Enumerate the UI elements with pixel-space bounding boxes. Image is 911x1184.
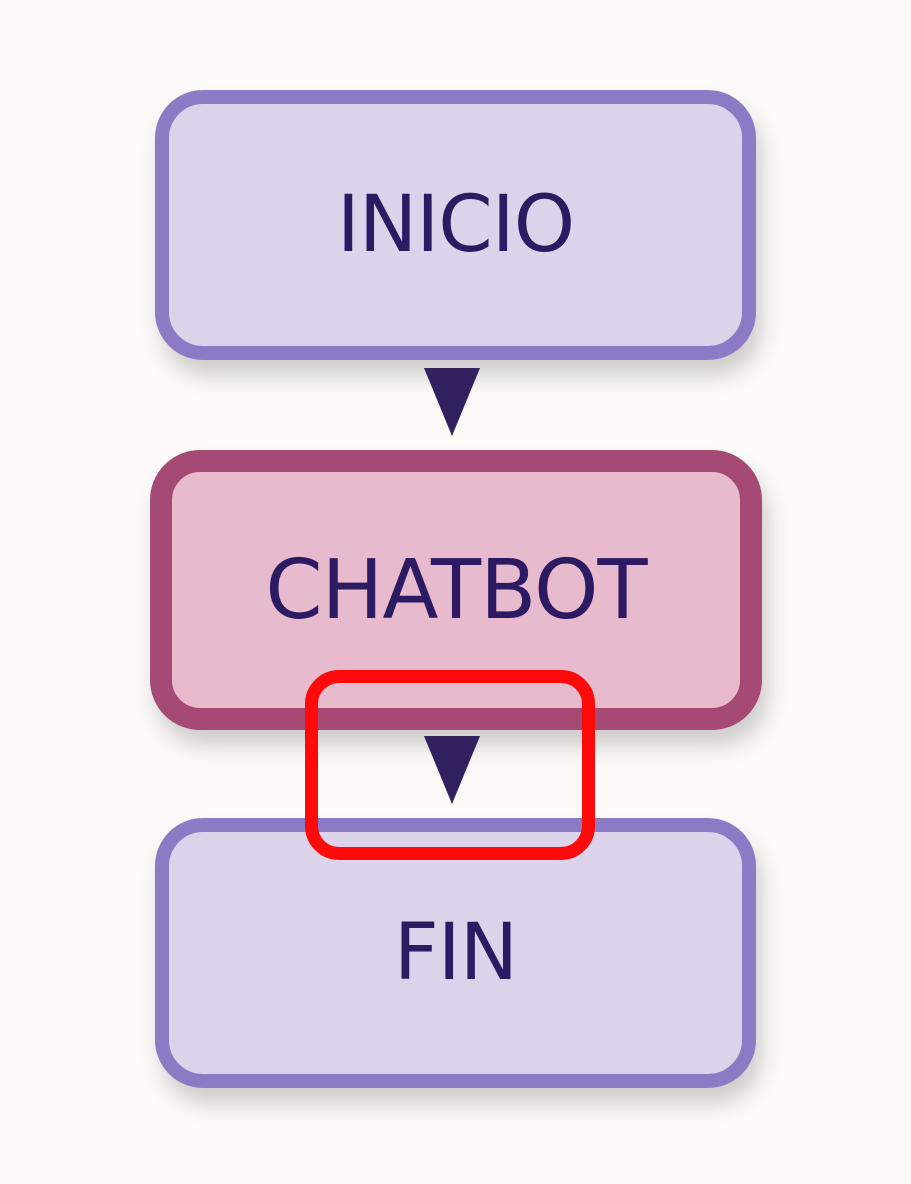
node-inicio[interactable]: INICIO — [155, 90, 756, 360]
arrow-down-icon — [424, 368, 480, 436]
highlight-box — [305, 670, 595, 860]
node-chatbot-label: CHATBOT — [265, 542, 647, 638]
node-chatbot[interactable]: CHATBOT — [150, 450, 762, 730]
node-fin[interactable]: FIN — [155, 818, 756, 1088]
arrow-down-icon — [424, 736, 480, 804]
node-inicio-label: INICIO — [336, 180, 575, 270]
node-fin-label: FIN — [393, 908, 518, 998]
